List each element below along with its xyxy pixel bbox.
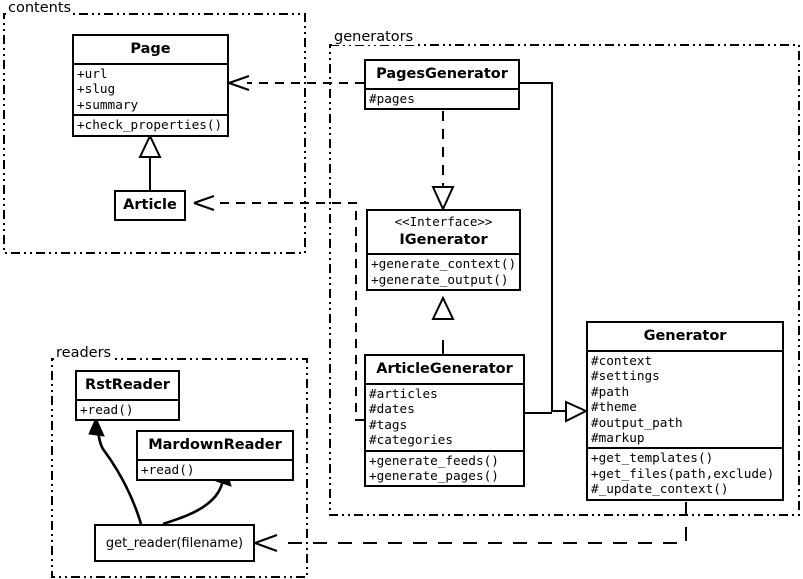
class-methods-igenerator: +generate_context() +generate_output() xyxy=(368,253,519,289)
class-title-article: Article xyxy=(123,197,177,213)
package-label-generators: generators xyxy=(332,29,416,45)
class-method: +generate_context() xyxy=(371,256,517,272)
class-title-generator: Generator xyxy=(643,328,727,344)
relation-pagesgenerator-generalizes-generator xyxy=(519,82,566,412)
relation-article-generalizes-page xyxy=(138,133,162,191)
class-box-pages-generator[interactable]: PagesGenerator #pages xyxy=(364,59,520,111)
function-label-get-reader: get_reader(filename) xyxy=(105,535,244,551)
class-method: +generate_output() xyxy=(371,271,509,287)
class-attributes-generator: #context #settings #path #theme #output_… xyxy=(588,349,782,448)
class-attribute: #theme xyxy=(591,399,637,415)
relation-generator-depends-getreader xyxy=(254,502,687,552)
class-method: +get_templates() xyxy=(591,450,714,466)
class-attribute: #dates xyxy=(369,401,415,417)
class-method: +get_files(path,exclude) xyxy=(591,465,775,481)
package-label-contents: contents xyxy=(6,0,74,16)
class-attribute: #pages xyxy=(369,90,415,106)
class-method: +generate_feeds() xyxy=(369,452,499,468)
class-methods-rst-reader: +read() xyxy=(77,398,178,419)
package-frame-readers xyxy=(51,358,308,578)
class-attribute: +url xyxy=(77,65,108,81)
class-box-rst-reader[interactable]: RstReader +read() xyxy=(75,370,180,422)
relation-articlegenerator-generalizes-generator xyxy=(525,400,589,423)
class-attributes-page: +url +slug +summary xyxy=(74,62,227,114)
class-title-article-generator: ArticleGenerator xyxy=(376,361,513,377)
class-attribute: #categories xyxy=(369,432,454,448)
class-title-pages-generator: PagesGenerator xyxy=(376,66,508,82)
class-attributes-pages-generator: #pages xyxy=(366,87,518,108)
package-frame-contents xyxy=(3,13,306,254)
class-methods-generator: +get_templates() +get_files(path,exclude… xyxy=(588,447,782,498)
class-attributes-article-generator: #articles #dates #tags #categories xyxy=(366,382,523,450)
class-box-page[interactable]: Page +url +slug +summary +check_properti… xyxy=(72,34,229,137)
relation-articlegenerator-depends-article xyxy=(193,195,364,421)
class-method: +generate_pages() xyxy=(369,468,499,483)
class-methods-mardown-reader: +read() xyxy=(138,458,292,479)
class-box-mardown-reader[interactable]: MardownReader +read() xyxy=(136,430,294,482)
class-attribute: #settings xyxy=(591,368,660,384)
class-attribute: #output_path xyxy=(591,414,683,430)
class-attribute: #tags xyxy=(369,416,408,432)
package-frame-generators xyxy=(329,44,800,516)
class-attribute: #context xyxy=(591,352,653,368)
relation-pagesgenerator-depends-page xyxy=(228,75,364,91)
class-box-article[interactable]: Article xyxy=(114,190,186,221)
class-method: +check_properties() xyxy=(77,117,223,133)
relation-getreader-returns-rstreader xyxy=(88,416,143,525)
class-attribute: #path xyxy=(591,383,630,399)
class-attribute: +slug xyxy=(77,81,116,97)
class-methods-page: +check_properties() xyxy=(74,114,227,134)
class-attribute: #markup xyxy=(591,430,645,445)
class-box-generator[interactable]: Generator #context #settings #path #them… xyxy=(586,321,784,501)
relation-articlegenerator-generalizes-igenerator xyxy=(431,295,455,355)
class-stereotype-igenerator: <<Interface>> xyxy=(394,214,493,229)
class-title-mardown-reader: MardownReader xyxy=(148,437,282,453)
class-method: #_update_context() xyxy=(591,481,729,497)
class-method: +read() xyxy=(80,401,134,417)
class-attribute: #articles xyxy=(369,385,438,401)
class-title-igenerator: IGenerator xyxy=(399,231,488,248)
class-methods-article-generator: +generate_feeds() +generate_pages() xyxy=(366,449,523,486)
class-method: +read() xyxy=(141,461,195,477)
relation-pagesgenerator-realizes-igenerator xyxy=(431,111,455,212)
class-title-rst-reader: RstReader xyxy=(85,377,170,393)
class-attribute: +summary xyxy=(77,96,139,112)
class-box-igenerator[interactable]: <<Interface>> IGenerator +generate_conte… xyxy=(366,209,521,292)
function-box-get-reader[interactable]: get_reader(filename) xyxy=(94,524,255,562)
class-box-article-generator[interactable]: ArticleGenerator #articles #dates #tags … xyxy=(364,354,525,488)
package-label-readers: readers xyxy=(54,345,114,361)
class-title-page: Page xyxy=(130,41,171,57)
